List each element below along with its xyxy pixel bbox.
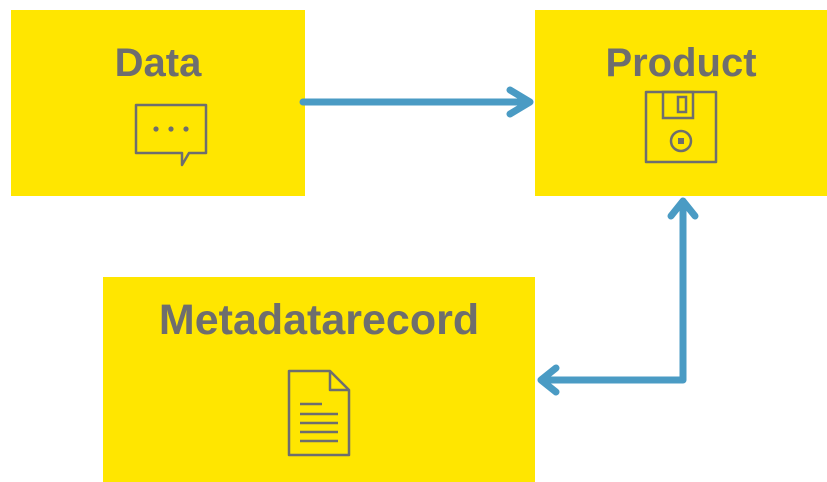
floppy-disk-icon xyxy=(644,90,718,164)
arrow-metadatarecord-product xyxy=(537,197,699,396)
document-icon xyxy=(287,369,351,457)
product-label: Product xyxy=(605,41,757,85)
data-label: Data xyxy=(114,41,202,85)
metadatarecord-label: Metadatarecord xyxy=(158,296,480,344)
product-box: Product xyxy=(535,10,827,196)
chat-bubble-icon xyxy=(134,103,208,167)
data-box: Data xyxy=(11,10,305,196)
metadatarecord-box: Metadatarecord xyxy=(103,277,535,482)
arrow-data-to-product xyxy=(299,86,534,118)
